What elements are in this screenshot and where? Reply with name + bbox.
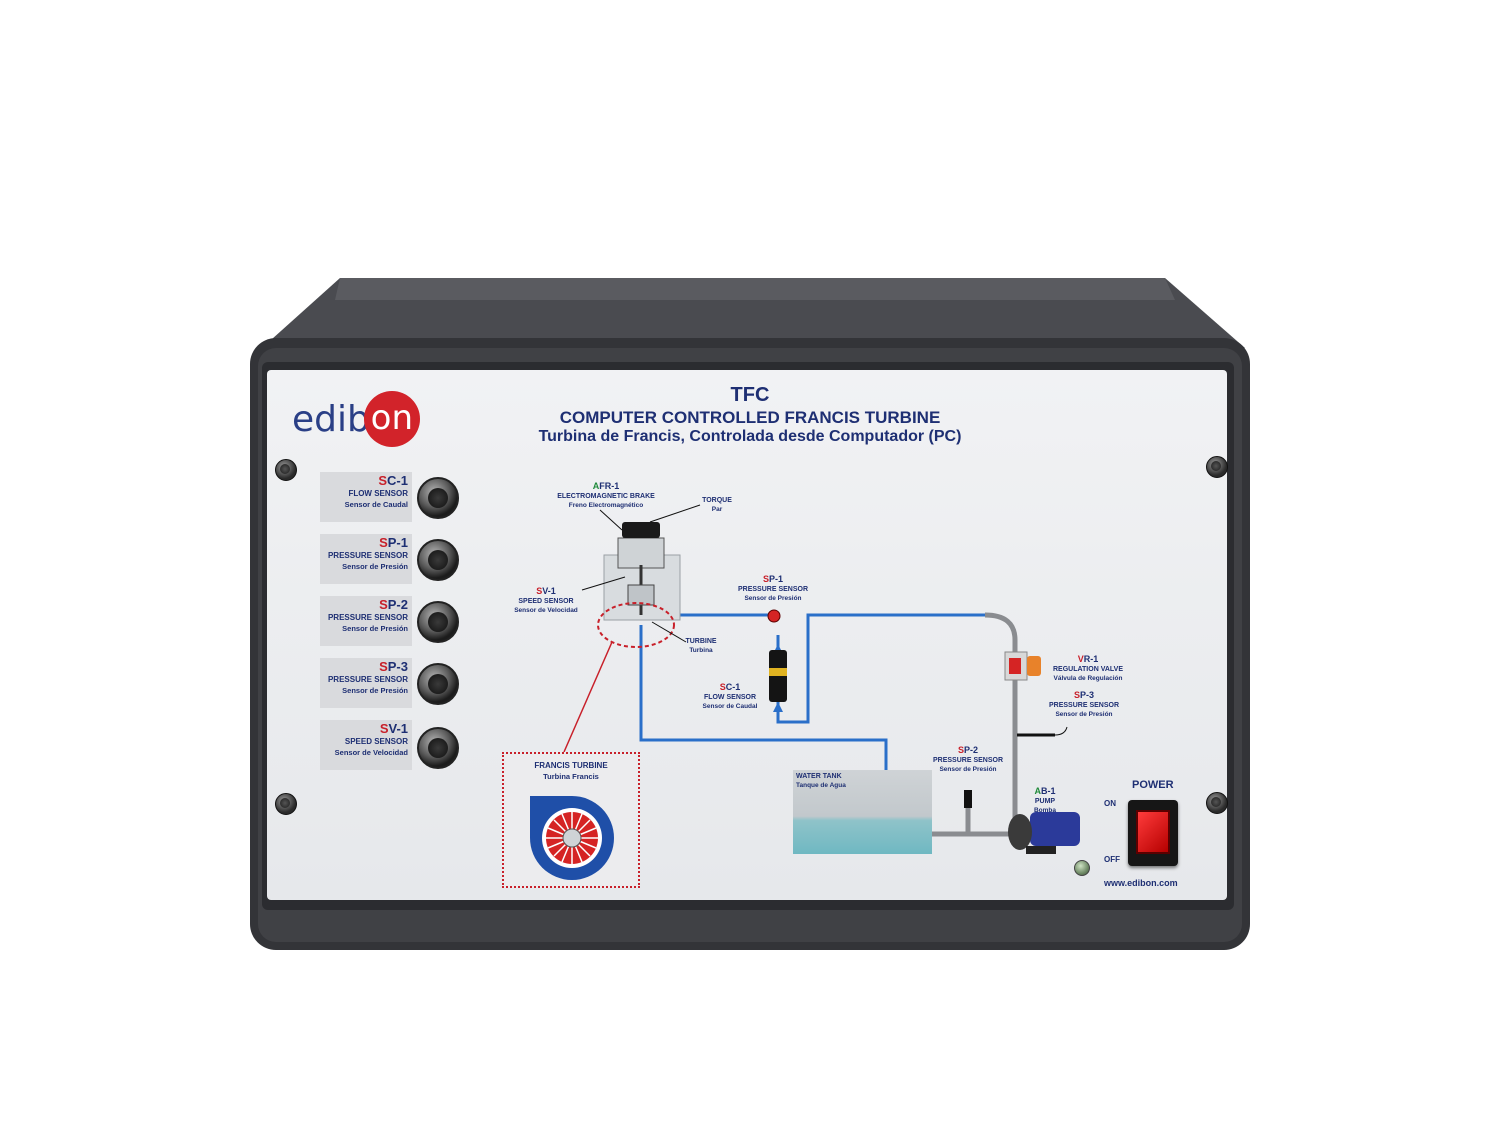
sensor-connector-sv1[interactable] [417,727,459,769]
label-ab1: AB-1 PUMP Bomba [1033,786,1057,814]
label-sc1: SC-1 FLOW SENSOR Sensor de Caudal [702,682,758,710]
logo-circle: on [363,391,420,447]
label-vr1: VR-1 REGULATION VALVE Válvula de Regulac… [1053,654,1123,682]
water-tank [793,770,932,854]
title-english: COMPUTER CONTROLLED FRANCIS TURBINE [559,408,941,427]
logo-text: edib [292,398,370,440]
sensor-connector-sp2[interactable] [417,601,459,643]
label-sp1: SP-1 PRESSURE SENSOR Sensor de Presión [737,574,809,602]
power-on-label: ON [1104,799,1116,808]
label-tank: WATER TANK Tanque de Agua [796,773,846,789]
indicator-led [1074,860,1090,876]
label-afr1: AFR-1 ELECTROMAGNETIC BRAKE Freno Electr… [557,481,655,509]
label-torque: TORQUE Par [702,497,732,513]
francis-subtitle: Turbina Francis [543,772,599,781]
power-switch-rocker[interactable] [1136,810,1170,854]
power-switch[interactable] [1128,800,1178,866]
title-spanish: Turbina de Francis, Controlada desde Com… [538,428,962,445]
edibon-logo: edib on [292,391,420,447]
label-turbine: TURBINE Turbina [685,638,717,654]
sensor-label-sv1: SV-1 SPEED SENSOR Sensor de Velocidad [320,720,412,770]
label-sp2: SP-2 PRESSURE SENSOR Sensor de Presión [932,745,1004,773]
francis-turbine-icon [530,796,614,880]
sensor-connector-sc1[interactable] [417,477,459,519]
screw-icon [1206,456,1228,478]
francis-title: FRANCIS TURBINE [534,761,608,770]
website-url: www.edibon.com [1104,878,1178,888]
screw-icon [275,459,297,481]
power-off-label: OFF [1104,855,1120,864]
model-title: TFC [730,384,770,406]
screw-icon [275,793,297,815]
screw-icon [1206,792,1228,814]
sensor-connector-sp3[interactable] [417,663,459,705]
power-label: POWER [1132,779,1174,791]
sensor-label-sc1: SC-1 FLOW SENSOR Sensor de Caudal [320,472,412,522]
label-sp3: SP-3 PRESSURE SENSOR Sensor de Presión [1048,690,1120,718]
sensor-label-sp2: SP-2 PRESSURE SENSOR Sensor de Presión [320,596,412,646]
label-sv1: SV-1 SPEED SENSOR Sensor de Velocidad [514,586,578,614]
francis-turbine-inset: FRANCIS TURBINE Turbina Francis [502,752,640,888]
sensor-label-sp1: SP-1 PRESSURE SENSOR Sensor de Presión [320,534,412,584]
sensor-connector-sp1[interactable] [417,539,459,581]
sensor-label-sp3: SP-3 PRESSURE SENSOR Sensor de Presión [320,658,412,708]
